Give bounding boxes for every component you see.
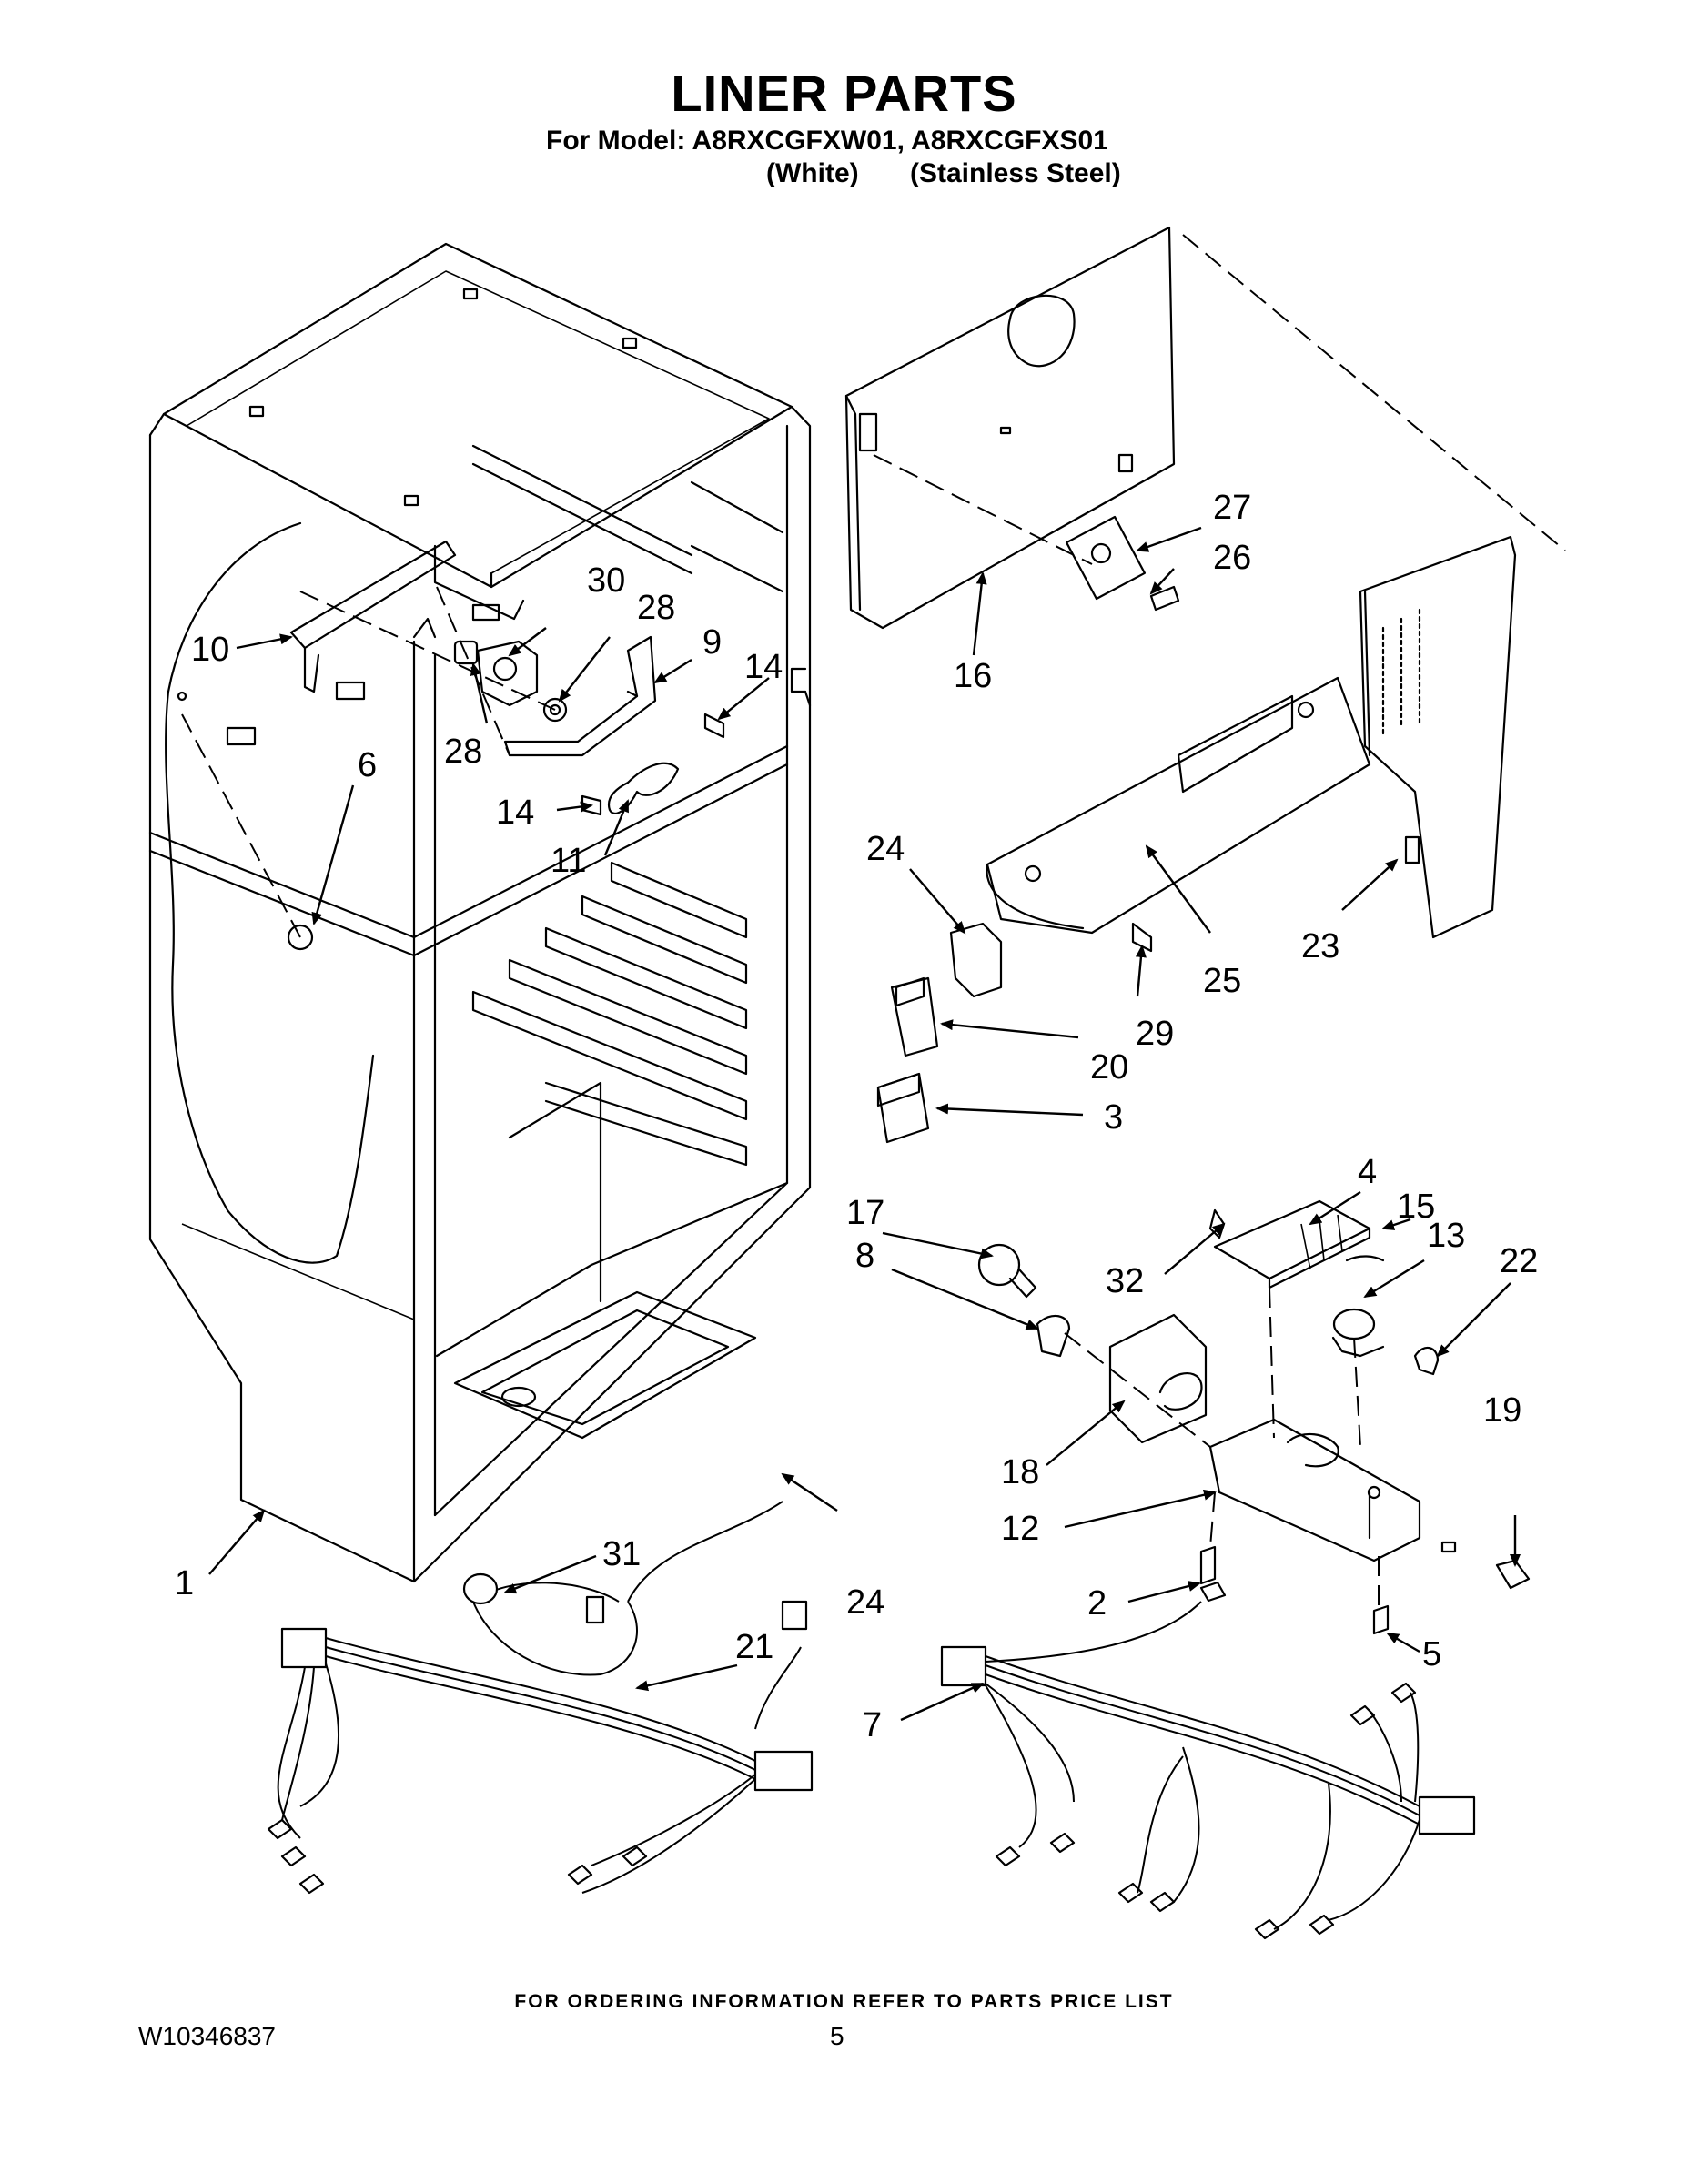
- callout-31: 31: [602, 1535, 641, 1573]
- callout-27: 27: [1213, 489, 1251, 527]
- callout-labels: 1 2 3 4 5 6 7 8 9 10 11 12 13 14 14 15 1…: [175, 489, 1538, 1744]
- document-number: W10346837: [138, 2022, 277, 2050]
- callout-12: 12: [1001, 1510, 1039, 1548]
- callout-26: 26: [1213, 539, 1251, 577]
- callout-4: 4: [1358, 1153, 1377, 1191]
- control-housing: [986, 676, 1371, 953]
- callout-28a: 28: [637, 589, 675, 627]
- small-switch-parts: [876, 922, 1003, 1144]
- callout-14b: 14: [496, 794, 534, 832]
- callout-22: 22: [1500, 1242, 1538, 1280]
- air-duct: [1359, 535, 1517, 939]
- rear-panel: [844, 226, 1566, 630]
- callout-16: 16: [954, 657, 992, 695]
- callout-6: 6: [358, 746, 377, 784]
- callout-29: 29: [1136, 1015, 1174, 1053]
- wire-harness-7: [940, 1581, 1476, 1940]
- callout-20: 20: [1090, 1048, 1128, 1087]
- wire-harness-21: [267, 1501, 814, 1895]
- callout-1: 1: [175, 1564, 194, 1603]
- callout-19: 19: [1483, 1391, 1521, 1430]
- callout-14a: 14: [744, 648, 783, 686]
- callout-arrows: [208, 526, 1521, 1722]
- callout-8: 8: [855, 1237, 874, 1275]
- callout-17: 17: [846, 1194, 884, 1232]
- fan-motor-assembly: [177, 540, 725, 951]
- callout-32: 32: [1106, 1262, 1144, 1300]
- callout-5: 5: [1422, 1635, 1441, 1673]
- callout-21: 21: [735, 1628, 773, 1666]
- page-number: 5: [830, 2022, 844, 2050]
- callout-23: 23: [1301, 927, 1339, 966]
- callout-7: 7: [863, 1706, 882, 1744]
- variant-stainless-label: (Stainless Steel): [910, 158, 1121, 188]
- callout-30: 30: [587, 561, 625, 600]
- callout-11: 11: [551, 842, 586, 880]
- callout-9: 9: [702, 623, 722, 662]
- light-assembly: [977, 1199, 1531, 1635]
- callout-24b: 24: [846, 1583, 884, 1622]
- callout-13: 13: [1427, 1217, 1465, 1255]
- callout-18: 18: [1001, 1453, 1039, 1491]
- callout-25: 25: [1203, 962, 1241, 1000]
- model-numbers: For Model: A8RXCGFXW01, A8RXCGFXS01: [546, 126, 1108, 156]
- callout-2: 2: [1087, 1584, 1107, 1623]
- liner-cabinet: [148, 242, 812, 1583]
- callout-10: 10: [191, 631, 229, 669]
- callout-3: 3: [1104, 1098, 1123, 1137]
- callout-15: 15: [1397, 1188, 1435, 1226]
- ordering-note: FOR ORDERING INFORMATION REFER TO PARTS …: [514, 1991, 1174, 2012]
- page-title: LINER PARTS: [671, 65, 1017, 122]
- variant-white-label: (White): [766, 158, 859, 188]
- callout-24a: 24: [866, 830, 905, 868]
- callout-28b: 28: [444, 733, 482, 771]
